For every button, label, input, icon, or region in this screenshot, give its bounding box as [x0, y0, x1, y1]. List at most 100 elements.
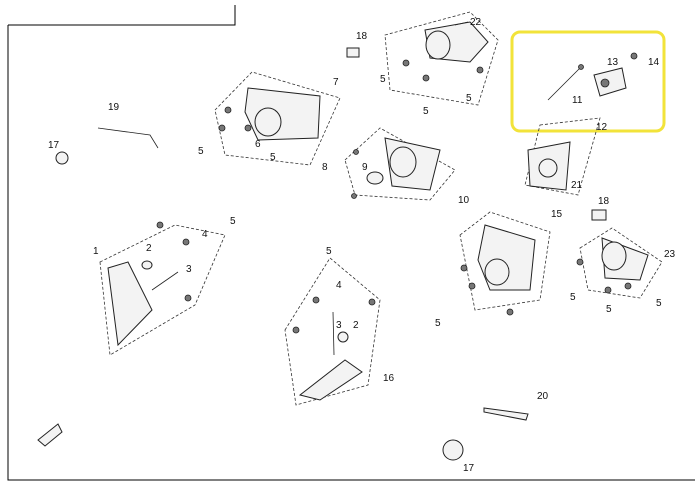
part-18-tag	[346, 47, 360, 58]
part-11-rod	[547, 67, 581, 101]
part-15-lens	[484, 258, 510, 286]
part-22-screw	[476, 66, 484, 74]
part-17-cap	[442, 439, 464, 461]
part-7-screw	[224, 106, 232, 114]
callout-17: 17	[463, 463, 475, 474]
frame-title-corner	[8, 5, 236, 26]
frame-border	[7, 25, 695, 481]
part-13-cap	[593, 67, 627, 97]
part-16-screw	[368, 298, 376, 306]
callout-16: 16	[383, 373, 395, 384]
part-22-outline	[384, 11, 499, 106]
part-11-rod-end	[578, 64, 584, 70]
part-22-lens	[425, 30, 451, 60]
part-16-screw	[292, 326, 300, 334]
callout-4: 4	[336, 280, 342, 291]
part-8-grommet	[353, 149, 359, 155]
part-3-bracket	[151, 271, 179, 291]
callout-9: 9	[362, 162, 368, 173]
part-7-assembly	[214, 71, 341, 166]
callout-5: 5	[230, 216, 236, 227]
part-7-outline	[214, 71, 341, 166]
callout-13: 13	[607, 57, 619, 68]
callout-20: 20	[537, 391, 549, 402]
part-19-wire	[97, 127, 159, 149]
callout-12: 12	[596, 122, 608, 133]
part-10-lens	[389, 146, 417, 178]
callout-5: 5	[466, 93, 472, 104]
callout-3: 3	[336, 320, 342, 331]
part-23-screw	[604, 286, 612, 294]
part-7-screw	[218, 124, 226, 132]
callout-2: 2	[353, 320, 359, 331]
part-2-bulb	[337, 331, 349, 343]
callout-5: 5	[570, 292, 576, 303]
front-arrow-icon	[37, 423, 63, 447]
callout-14: 14	[648, 57, 660, 68]
part-9-bulb	[366, 171, 384, 185]
part-15-screw	[468, 282, 476, 290]
part-16-lens	[298, 359, 363, 401]
callout-5: 5	[198, 146, 204, 157]
part-13-socket	[600, 78, 610, 88]
part-16-screw	[312, 296, 320, 304]
part-1-assembly	[99, 221, 226, 356]
part-1-outline	[99, 224, 226, 356]
part-23-outline	[579, 227, 663, 299]
part-21-lens	[538, 158, 558, 178]
part-1-screw	[184, 294, 192, 302]
callout-18: 18	[356, 31, 368, 42]
callout-21: 21	[571, 180, 583, 191]
part-10-assembly	[344, 127, 456, 201]
callout-18: 18	[598, 196, 610, 207]
part-1-screw	[156, 221, 164, 229]
part-2-bulb	[141, 260, 153, 270]
callout-5: 5	[270, 152, 276, 163]
callout-22: 22	[470, 17, 482, 28]
part-22-screw	[422, 74, 430, 82]
callout-7: 7	[333, 77, 339, 88]
part-23-screw	[576, 258, 584, 266]
callout-3: 3	[186, 264, 192, 275]
callout-10: 10	[458, 195, 470, 206]
part-3-wire	[332, 311, 335, 356]
callout-19: 19	[108, 102, 120, 113]
callout-5: 5	[435, 318, 441, 329]
part-16-assembly	[284, 257, 381, 406]
part-1-screw	[182, 238, 190, 246]
callout-5: 5	[606, 304, 612, 315]
leader-22	[454, 21, 469, 26]
callout-23: 23	[664, 249, 676, 260]
part-23-screw	[624, 282, 632, 290]
part-8-grommet	[351, 193, 357, 199]
callout-5: 5	[326, 246, 332, 257]
part-15-assembly	[459, 211, 551, 316]
callout-15: 15	[551, 209, 563, 220]
part-14-screw	[630, 52, 638, 60]
part-22-screw	[402, 59, 410, 67]
part-22-assembly	[384, 11, 499, 106]
callout-5: 5	[380, 74, 386, 85]
part-17-cap	[55, 151, 69, 165]
callout-8: 8	[322, 162, 328, 173]
part-7-lens	[254, 107, 282, 137]
callout-5: 5	[423, 106, 429, 117]
highlight-box	[510, 30, 666, 133]
part-1-lens	[107, 261, 153, 347]
callout-17: 17	[48, 140, 60, 151]
part-15-screw	[506, 308, 514, 316]
callout-11: 11	[572, 95, 583, 106]
part-12-assembly	[547, 52, 638, 101]
callout-4: 4	[202, 229, 208, 240]
part-7-screw	[244, 124, 252, 132]
part-23-lens	[601, 241, 627, 271]
callout-6: 6	[255, 139, 261, 150]
part-18-tag	[591, 209, 607, 221]
callout-1: 1	[93, 246, 99, 257]
part-16-outline	[284, 257, 381, 406]
part-10-outline	[344, 127, 456, 201]
callout-5: 5	[656, 298, 662, 309]
part-15-outline	[459, 211, 551, 311]
